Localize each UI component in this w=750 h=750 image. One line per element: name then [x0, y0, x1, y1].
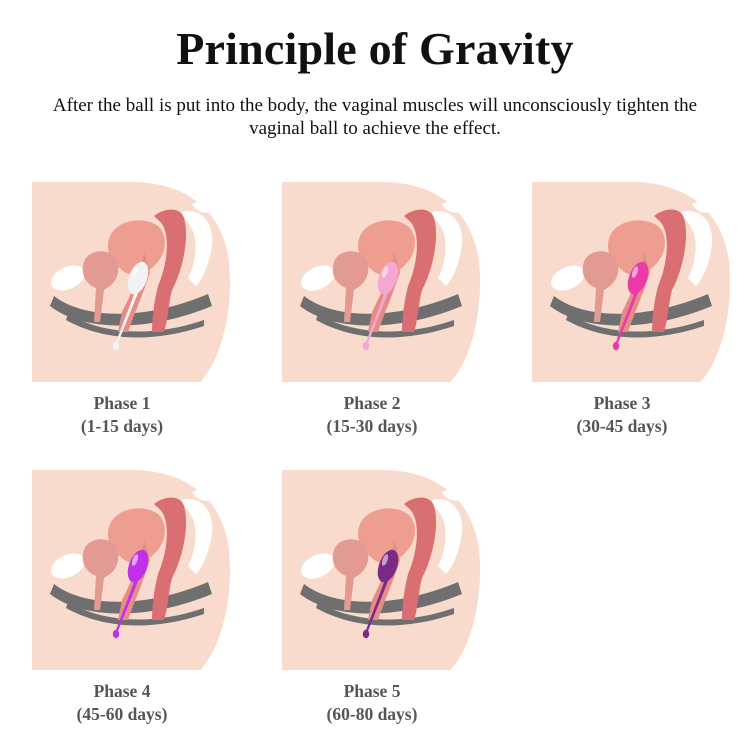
bladder	[582, 251, 619, 322]
pubic-symphysis	[301, 553, 335, 579]
page-title: Principle of Gravity	[176, 23, 574, 74]
pubic-symphysis	[51, 265, 85, 291]
pelvic-bone	[300, 582, 462, 614]
phase-5-illustration	[282, 470, 482, 670]
pelvic-bone	[550, 294, 712, 326]
vaginal-ball	[362, 261, 399, 351]
uterus	[107, 220, 165, 275]
uterus	[607, 220, 665, 275]
phase-4-illustration	[32, 470, 232, 670]
phase-1-caption: Phase 1 (1-15 days)	[22, 392, 222, 438]
vaginal-ball	[362, 549, 399, 639]
vaginal-ball	[112, 549, 149, 639]
rectum	[652, 209, 687, 332]
phase-5-days: (60-80 days)	[326, 704, 418, 724]
pelvic-cavity	[682, 211, 713, 286]
vaginal-ball	[112, 261, 149, 351]
phase-2-label: Phase 2	[343, 393, 401, 413]
rectum	[152, 209, 187, 332]
pelvic-cavity	[182, 499, 213, 574]
pubic-symphysis	[551, 265, 585, 291]
pelvic-bone	[300, 294, 462, 326]
phase-4-label: Phase 4	[93, 681, 151, 701]
page-subtitle: After the ball is put into the body, the…	[52, 95, 698, 139]
bladder	[82, 539, 119, 610]
bladder	[82, 251, 119, 322]
pubic-symphysis	[301, 265, 335, 291]
phase-2-caption: Phase 2 (15-30 days)	[272, 392, 472, 438]
phase-1-label: Phase 1	[93, 393, 151, 413]
pelvic-bone	[50, 582, 212, 614]
rectum	[402, 209, 437, 332]
phase-2-illustration	[282, 182, 482, 382]
uterus	[357, 508, 415, 563]
phase-3-illustration	[532, 182, 732, 382]
phase-4-days: (45-60 days)	[76, 704, 168, 724]
phase-5-caption: Phase 5 (60-80 days)	[272, 680, 472, 726]
phase-2-days: (15-30 days)	[326, 416, 418, 436]
pelvic-cavity	[432, 499, 463, 574]
phase-3-label: Phase 3	[593, 393, 651, 413]
phase-3-days: (30-45 days)	[576, 416, 668, 436]
pelvic-cavity	[432, 211, 463, 286]
bladder	[332, 251, 369, 322]
phase-4-caption: Phase 4 (45-60 days)	[22, 680, 222, 726]
pelvic-bone	[50, 294, 212, 326]
uterus	[357, 220, 415, 275]
rectum	[402, 497, 437, 620]
phase-1-days: (1-15 days)	[80, 416, 164, 436]
pelvic-cavity	[182, 211, 213, 286]
phase-5-label: Phase 5	[343, 681, 401, 701]
rectum	[152, 497, 187, 620]
phase-3-caption: Phase 3 (30-45 days)	[522, 392, 722, 438]
bladder	[332, 539, 369, 610]
uterus	[107, 508, 165, 563]
pubic-symphysis	[51, 553, 85, 579]
phase-1-illustration	[32, 182, 232, 382]
vaginal-ball	[612, 261, 649, 351]
